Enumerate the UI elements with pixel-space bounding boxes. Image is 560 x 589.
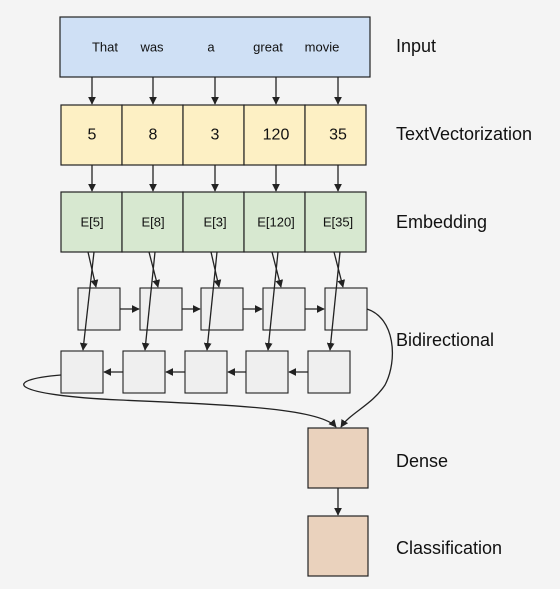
input-word: That — [92, 40, 118, 55]
classification-label: Classification — [396, 538, 503, 558]
input-box — [59, 16, 371, 78]
token-id: 3 — [211, 127, 220, 144]
forward-rnn-cell — [262, 287, 306, 331]
token-cell — [243, 104, 306, 166]
input-label: Input — [396, 36, 437, 56]
token-id: 120 — [263, 127, 290, 144]
embedding-to-backward-arrow — [79, 251, 95, 351]
embedding-to-backward-arrow — [326, 251, 341, 351]
embedding-vector: E[5] — [80, 215, 103, 230]
input-word: great — [253, 40, 283, 55]
text-vectorization-label: TextVectorization — [396, 124, 533, 144]
embedding-vector: E[3] — [203, 215, 226, 230]
embedding-cell — [121, 191, 184, 253]
embedding-label: Embedding — [396, 212, 488, 232]
input-word: was — [139, 40, 164, 55]
dense-box — [307, 427, 369, 489]
embedding-cell — [304, 191, 367, 253]
token-id: 35 — [329, 127, 347, 144]
embedding-cell — [60, 191, 123, 253]
classification-box — [307, 515, 369, 577]
token-cell — [60, 104, 123, 166]
backward-rnn-cell — [184, 350, 228, 394]
forward-rnn-cell — [139, 287, 183, 331]
embedding-cell — [182, 191, 245, 253]
backward-rnn-cell — [122, 350, 166, 394]
embedding-to-backward-arrow — [203, 251, 218, 351]
forward-output-curve — [340, 308, 393, 428]
embedding-to-backward-arrow — [141, 251, 156, 351]
bidirectional-label: Bidirectional — [396, 330, 495, 350]
backward-rnn-cell — [245, 350, 289, 394]
backward-rnn-cell — [60, 350, 104, 394]
input-word: movie — [305, 40, 340, 55]
embedding-vector: E[8] — [141, 215, 164, 230]
token-id: 8 — [149, 127, 158, 144]
token-cell — [304, 104, 367, 166]
token-cell — [121, 104, 184, 166]
embedding-to-backward-arrow — [264, 251, 279, 351]
embedding-vector: E[120] — [257, 215, 295, 230]
backward-output-curve — [23, 374, 337, 428]
embedding-vector: E[35] — [323, 215, 353, 230]
backward-rnn-cell — [307, 350, 351, 394]
forward-rnn-cell — [324, 287, 368, 331]
input-word: a — [207, 40, 215, 55]
forward-rnn-cell — [200, 287, 244, 331]
forward-rnn-cell — [77, 287, 121, 331]
embedding-cell — [243, 191, 306, 253]
dense-label: Dense — [396, 451, 449, 471]
token-id: 5 — [88, 127, 97, 144]
